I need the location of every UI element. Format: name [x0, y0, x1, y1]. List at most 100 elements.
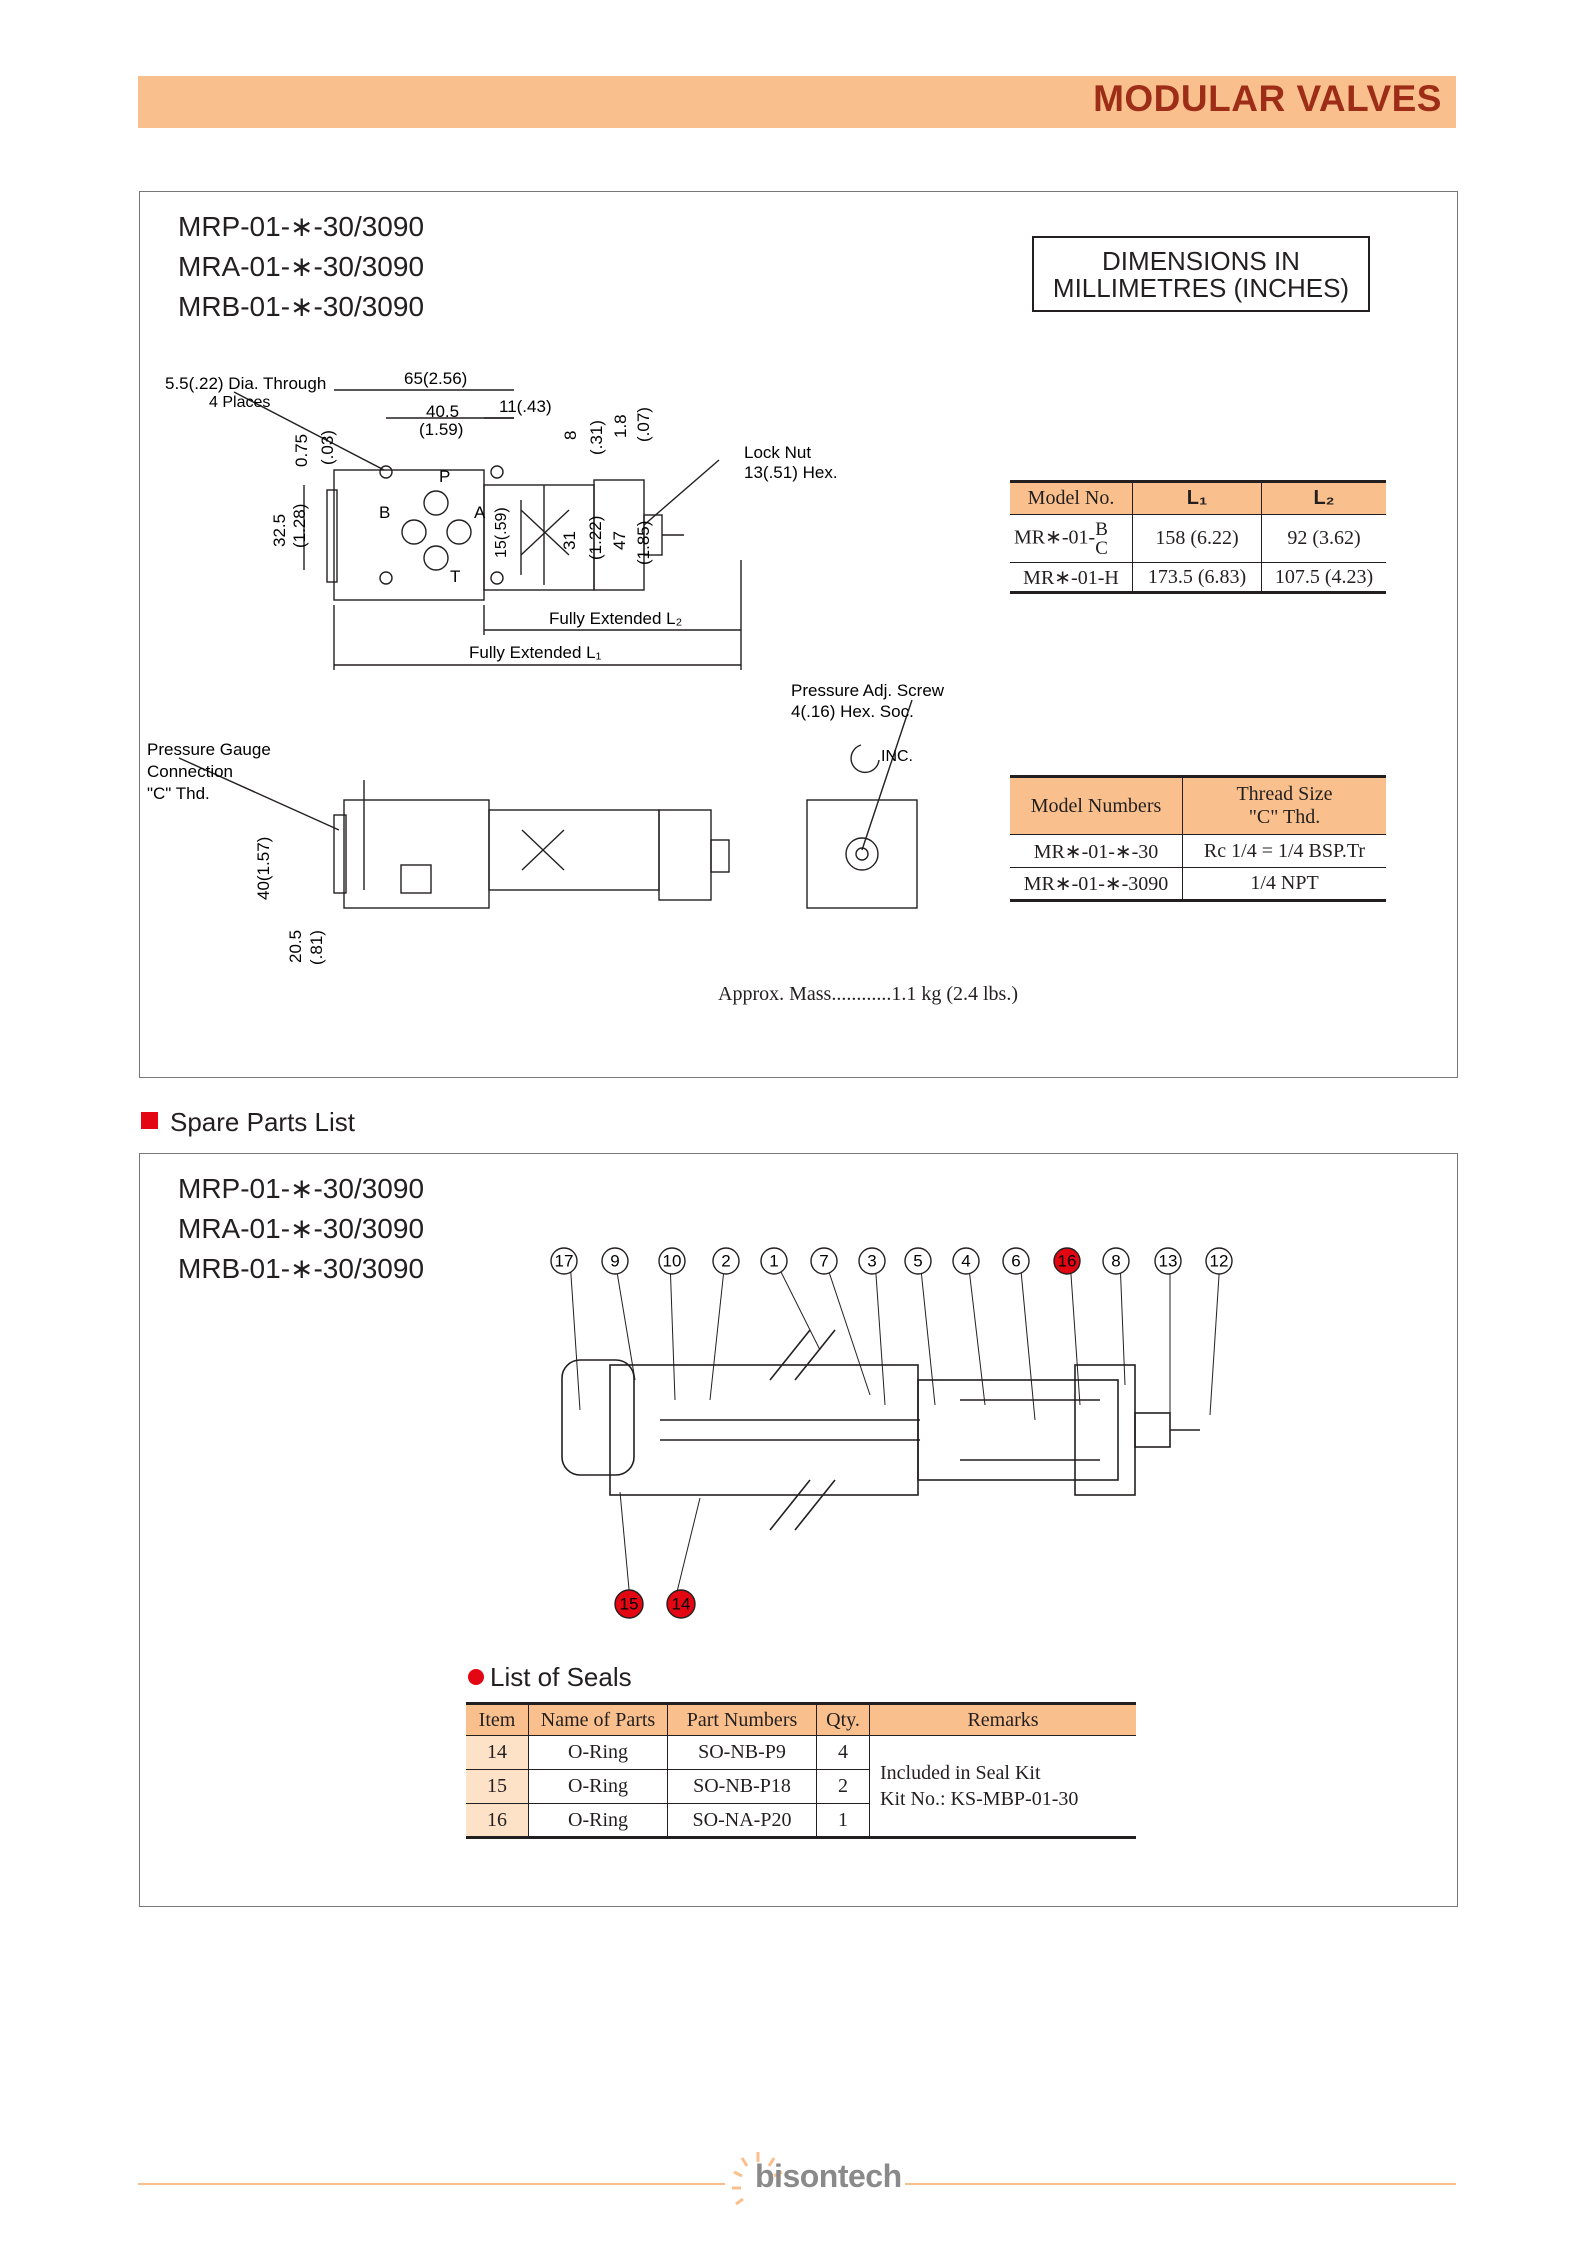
- port-a-circle: [446, 519, 472, 545]
- dim-label: Lock Nut: [744, 443, 811, 462]
- col-header: Part Numbers: [667, 1703, 817, 1736]
- dim-label: 4(.16) Hex. Soc.: [791, 702, 914, 721]
- header-bar: [138, 76, 1456, 128]
- col-header: Item: [466, 1703, 529, 1736]
- balloon-label: 1: [769, 1252, 778, 1271]
- table-cell: SO-NB-P18: [667, 1769, 817, 1804]
- dimensions-panel: [139, 191, 1458, 1078]
- port-t-circle: [423, 545, 449, 571]
- dim-label: 8: [561, 431, 580, 440]
- l1-cell: 158 (6.22): [1132, 514, 1262, 563]
- seals-bullet: [468, 1669, 484, 1685]
- table-cell: MR∗-01-∗-3090: [1010, 867, 1183, 901]
- model-name: MRA-01-∗-30/3090: [178, 251, 425, 282]
- balloon-label: 15: [620, 1595, 639, 1614]
- dim-label: (1.59): [419, 420, 463, 439]
- dim-label: 15(.59): [493, 507, 510, 558]
- table-cell: O-Ring: [528, 1769, 668, 1804]
- dim-label: 65(2.56): [404, 369, 467, 388]
- dim-label: 4 Places: [209, 394, 270, 411]
- adjust-nut: [1134, 1412, 1171, 1448]
- units-note-line: DIMENSIONS IN: [1102, 246, 1300, 276]
- cross-section-drawing: [561, 1259, 1221, 1601]
- valve-body-side: [343, 799, 490, 909]
- bolt-hole: [379, 571, 393, 585]
- col-header: Qty.: [816, 1703, 870, 1736]
- adjust-screw-head: [845, 837, 879, 871]
- valve-gauge-port: [326, 489, 338, 583]
- remarks-cell: Included in Seal Kit Kit No.: KS-MBP-01-…: [869, 1735, 1136, 1838]
- table-cell: 4: [816, 1735, 870, 1770]
- dim-label: Fully Extended L₁: [469, 643, 602, 662]
- table-row: 15 O-Ring SO-NB-P18 2: [466, 1769, 1136, 1804]
- table-cell: Rc 1/4 = 1/4 BSP.Tr: [1182, 834, 1386, 868]
- dimension-drawing: 5.5(.22) Dia. Through 4 Places 65(2.56) …: [147, 369, 945, 965]
- balloon-label: 17: [555, 1252, 574, 1271]
- dim-label: INC.: [881, 748, 913, 765]
- port-b-circle: [401, 519, 427, 545]
- dim-label: Pressure Gauge: [147, 740, 271, 759]
- dim-label: Pressure Adj. Screw: [791, 681, 945, 700]
- dim-label: 32.5: [270, 514, 289, 547]
- balloon-label: 2: [721, 1252, 730, 1271]
- port-label: B: [379, 503, 390, 522]
- adjuster-end: [1074, 1364, 1136, 1496]
- table-cell: 1: [816, 1803, 870, 1838]
- port-label: T: [450, 567, 460, 586]
- balloon-label: 4: [961, 1252, 970, 1271]
- end-plug: [561, 1359, 635, 1476]
- balloon-label: 5: [913, 1252, 922, 1271]
- valve-body-section: [609, 1364, 919, 1496]
- item-cell: 16: [466, 1803, 529, 1838]
- col-header: Name of Parts: [528, 1703, 668, 1736]
- item-cell: 15: [466, 1769, 529, 1804]
- nameplate-symbol: [400, 864, 432, 894]
- dim-label: 40.5: [426, 402, 459, 421]
- l2-cell: 92 (3.62): [1261, 514, 1386, 563]
- balloon-label: 9: [610, 1252, 619, 1271]
- thread-table: Model Numbers Thread Size"C" Thd. MR∗-01…: [1010, 775, 1386, 902]
- table-cell: O-Ring: [528, 1803, 668, 1838]
- approx-mass: Approx. Mass............1.1 kg (2.4 lbs.…: [718, 983, 1018, 1005]
- dim-label: (.31): [587, 420, 606, 455]
- table-cell: SO-NB-P9: [667, 1735, 817, 1770]
- units-note-box: DIMENSIONS IN MILLIMETRES (INCHES): [1032, 236, 1370, 312]
- l2-cell: 107.5 (4.23): [1261, 562, 1386, 593]
- col-header: Model No.: [1010, 481, 1133, 515]
- bolt-hole: [490, 571, 504, 585]
- col-header: Remarks: [869, 1703, 1136, 1736]
- l1-cell: 173.5 (6.83): [1132, 562, 1262, 593]
- model-name: MRB-01-∗-30/3090: [178, 1253, 425, 1284]
- spring-housing: [917, 1379, 1119, 1481]
- balloon-label: 8: [1111, 1252, 1120, 1271]
- dim-label: 0.75: [292, 434, 311, 467]
- section-title: Spare Parts List: [170, 1107, 355, 1137]
- balloon-label: 16: [1058, 1252, 1077, 1271]
- top-balloons: 17 9 10 2 1 7 3 5 4 6 16 8 13 12: [550, 1247, 1233, 1275]
- valve-end-view: [806, 799, 918, 909]
- rotation-arrow: [850, 744, 880, 774]
- table-cell: SO-NA-P20: [667, 1803, 817, 1838]
- table-row: 14 O-Ring SO-NB-P9 4 Included in Seal Ki…: [466, 1735, 1136, 1838]
- model-list: MRP-01-∗-30/3090 MRA-01-∗-30/3090 MRB-01…: [178, 1169, 424, 1289]
- dim-label: 31: [560, 531, 579, 550]
- item-cell: 14: [466, 1735, 529, 1770]
- dim-label: (1.85): [634, 521, 653, 565]
- model-name: MRP-01-∗-30/3090: [178, 211, 425, 242]
- table-row: 16 O-Ring SO-NA-P20 1: [466, 1803, 1136, 1838]
- table-row: MR∗-01-H 173.5 (6.83) 107.5 (4.23): [1010, 562, 1386, 593]
- port-label: A: [474, 503, 486, 522]
- dim-label: (.07): [634, 407, 653, 442]
- balloon-label: 3: [867, 1252, 876, 1271]
- col-header: L₂: [1261, 481, 1386, 515]
- dim-label: Connection: [147, 762, 233, 781]
- seals-table: Item Name of Parts Part Numbers Qty. Rem…: [466, 1702, 1136, 1839]
- table-row: MR∗-01-∗-3090 1/4 NPT: [1010, 867, 1386, 901]
- dim-label: (.81): [307, 930, 326, 965]
- balloon-label: 14: [672, 1595, 691, 1614]
- bolt-hole: [379, 465, 393, 479]
- balloon-label: 7: [819, 1252, 828, 1271]
